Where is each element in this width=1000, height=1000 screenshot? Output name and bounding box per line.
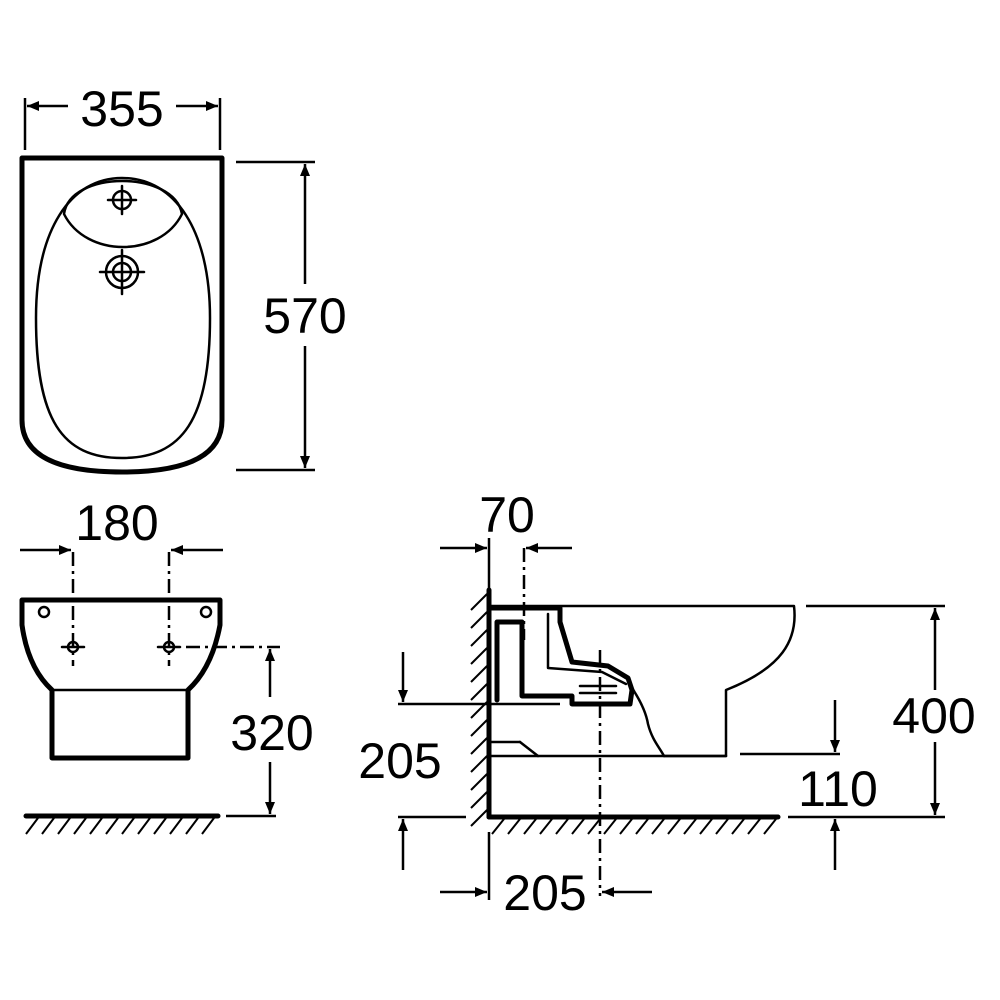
side-view: 70 205 205 400 110 <box>358 487 975 921</box>
top-view-deck <box>62 179 184 249</box>
front-floor-hatch <box>25 817 215 835</box>
side-wall-offset-label: 70 <box>479 487 535 543</box>
side-outlet-height-label: 205 <box>358 733 441 789</box>
top-view-outline <box>19 155 225 475</box>
side-view-trap <box>486 605 635 707</box>
fixing-point-right-icon <box>156 640 182 654</box>
top-length-label: 570 <box>263 288 346 344</box>
front-hole-spacing-label: 180 <box>75 495 158 551</box>
top-view-bowl <box>34 176 212 460</box>
top-width-label: 355 <box>80 81 163 137</box>
front-height-label: 320 <box>230 705 313 761</box>
drain-hole-icon <box>98 248 146 296</box>
side-view-bowl <box>487 604 796 758</box>
fixing-hole-left-icon <box>37 605 51 619</box>
front-view: 180 320 <box>19 495 314 835</box>
floor-hatch <box>491 818 777 835</box>
side-inlet-height-label: 110 <box>798 761 878 817</box>
front-view-bowl <box>19 597 223 761</box>
top-view: 355 570 <box>19 81 347 475</box>
side-total-height-label: 400 <box>892 688 975 744</box>
side-outlet-distance-label: 205 <box>503 865 586 921</box>
fixing-point-left-icon <box>60 640 86 654</box>
tap-hole-icon <box>106 184 138 216</box>
fixing-hole-right-icon <box>199 605 213 619</box>
wall-hatch <box>470 593 488 827</box>
